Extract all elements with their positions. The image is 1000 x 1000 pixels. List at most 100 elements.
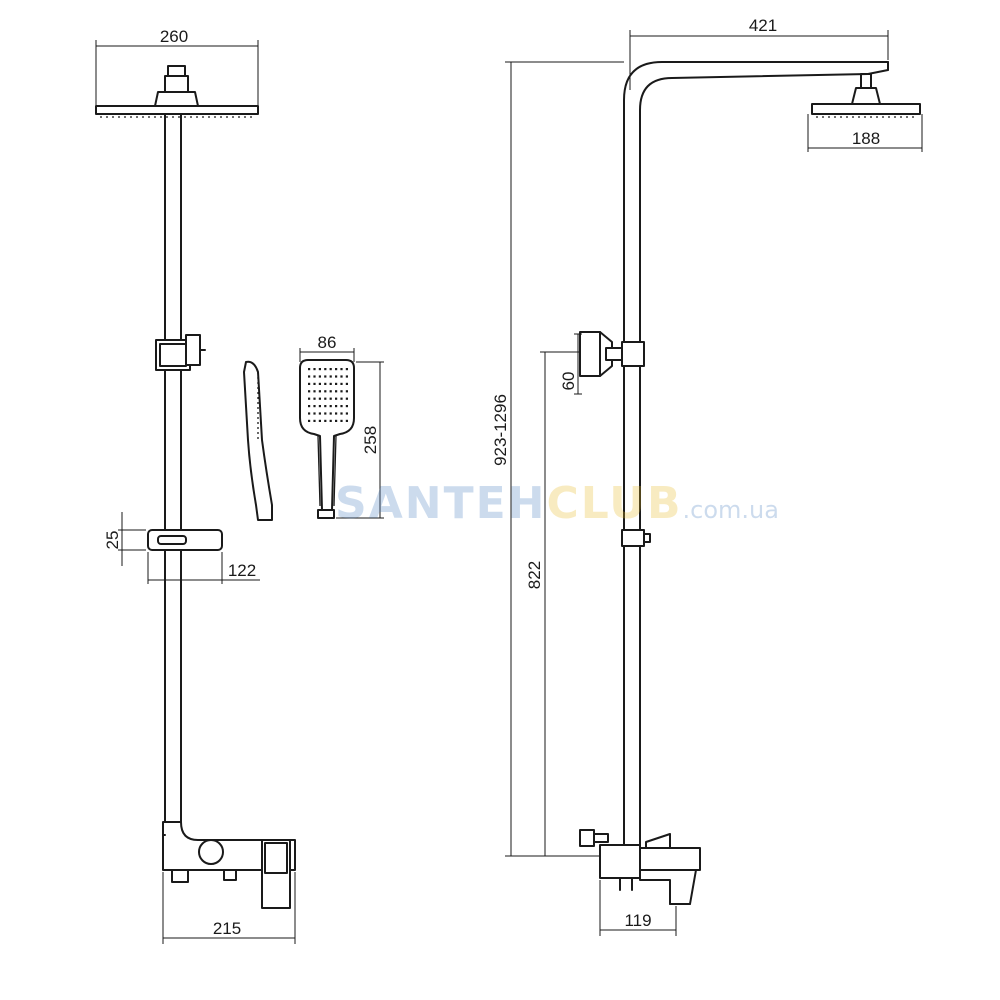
nozzle-dot <box>340 405 343 408</box>
nozzle-dot <box>313 419 316 422</box>
nozzle-dot <box>329 412 332 415</box>
nozzle-dot <box>318 412 321 415</box>
front-riser-rail <box>164 113 182 823</box>
side-rain-shower-head <box>811 73 921 118</box>
nozzle-dot <box>345 405 348 408</box>
nozzle-dot <box>335 368 338 371</box>
nozzle-dot <box>318 390 321 393</box>
nozzle-dot <box>345 397 348 400</box>
nozzle-dot <box>308 382 311 385</box>
nozzle-dot <box>318 405 321 408</box>
dim-head-side-width: 188 <box>807 114 923 152</box>
svg-text:SANTEHCLUB.com.ua: SANTEHCLUB.com.ua <box>335 478 779 529</box>
nozzle-dot <box>318 375 321 378</box>
nozzle-dot <box>308 368 311 371</box>
side-hand-shower-holder <box>579 331 645 377</box>
nozzle-dot <box>335 412 338 415</box>
nozzle-dot <box>340 382 343 385</box>
side-rail-clamp <box>621 529 651 547</box>
dim-label-822: 822 <box>525 561 544 589</box>
nozzle-dot <box>324 419 327 422</box>
dim-shelf-width: 122 <box>147 552 260 584</box>
watermark-part-2: CLUB <box>546 478 682 529</box>
dim-hand-shower-width: 86 <box>299 333 355 362</box>
nozzle-dot <box>308 397 311 400</box>
nozzle-dot <box>340 412 343 415</box>
nozzle-dot <box>345 412 348 415</box>
nozzle-dot <box>329 397 332 400</box>
nozzle-dot <box>335 419 338 422</box>
nozzle-dot <box>345 419 348 422</box>
nozzle-dot <box>313 412 316 415</box>
dim-label-215: 215 <box>213 919 241 938</box>
nozzle-dot <box>318 419 321 422</box>
front-view <box>95 65 296 909</box>
nozzle-dot <box>324 368 327 371</box>
nozzle-dot <box>324 390 327 393</box>
nozzle-dot <box>324 397 327 400</box>
dim-label-258: 258 <box>361 426 380 454</box>
hand-shower-nozzle-grid <box>308 368 348 422</box>
nozzle-dot <box>335 390 338 393</box>
dim-shelf-height: 25 <box>103 512 146 566</box>
nozzle-dot <box>308 390 311 393</box>
dim-spout-projection: 119 <box>599 880 677 936</box>
nozzle-dot <box>329 390 332 393</box>
front-hand-shower-holder <box>155 334 206 371</box>
dim-label-923-1296: 923-1296 <box>491 394 510 466</box>
dim-mixer-width: 215 <box>162 872 296 944</box>
nozzle-dot <box>340 390 343 393</box>
dimension-lines: 260 421 188 86 258 <box>95 16 923 944</box>
nozzle-dot <box>308 375 311 378</box>
nozzle-dot <box>329 405 332 408</box>
nozzle-dot <box>324 375 327 378</box>
nozzle-dot <box>340 375 343 378</box>
nozzle-dot <box>345 368 348 371</box>
nozzle-dot <box>308 412 311 415</box>
nozzle-dot <box>308 419 311 422</box>
nozzle-dot <box>318 382 321 385</box>
nozzle-dot <box>329 419 332 422</box>
nozzle-dot <box>335 375 338 378</box>
dim-label-25: 25 <box>103 531 122 550</box>
nozzle-dot <box>345 375 348 378</box>
dim-label-60: 60 <box>559 372 578 391</box>
dim-label-122: 122 <box>228 561 256 580</box>
dim-label-188: 188 <box>852 129 880 148</box>
hand-shower-front-view <box>299 359 355 519</box>
nozzle-dot <box>313 382 316 385</box>
nozzle-dot <box>340 419 343 422</box>
nozzle-dot <box>340 368 343 371</box>
nozzle-dot <box>345 390 348 393</box>
dim-label-119: 119 <box>624 911 651 930</box>
nozzle-dot <box>324 412 327 415</box>
dim-head-front-width: 260 <box>95 27 259 105</box>
nozzle-dot <box>324 382 327 385</box>
nozzle-dot <box>313 405 316 408</box>
nozzle-dot <box>313 368 316 371</box>
side-view <box>579 61 921 905</box>
front-rain-shower-head <box>95 65 259 118</box>
front-thermostatic-mixer <box>162 821 296 909</box>
nozzle-dot <box>329 382 332 385</box>
nozzle-dot <box>335 405 338 408</box>
dim-adjustable-height: 923-1296 <box>491 61 624 857</box>
watermark-suffix: .com.ua <box>683 496 779 524</box>
dim-hand-shower-length: 258 <box>336 361 384 519</box>
dim-label-260: 260 <box>160 27 188 46</box>
nozzle-dot <box>329 375 332 378</box>
dim-arm-projection: 421 <box>629 16 889 90</box>
watermark-part-1: SANTEH <box>335 478 546 529</box>
nozzle-dot <box>335 382 338 385</box>
dim-label-86: 86 <box>318 333 337 352</box>
front-shelf <box>147 529 223 551</box>
nozzle-dot <box>318 368 321 371</box>
hand-shower-side-view <box>243 360 273 521</box>
nozzle-dot <box>308 405 311 408</box>
nozzle-dot <box>313 375 316 378</box>
side-riser-and-arm <box>623 61 889 856</box>
nozzle-dot <box>318 397 321 400</box>
dim-label-421: 421 <box>749 16 777 35</box>
nozzle-dot <box>324 405 327 408</box>
